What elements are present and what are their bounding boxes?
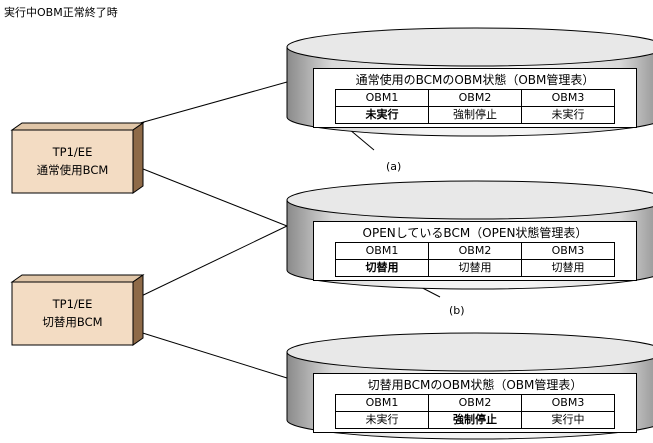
connector-line	[132, 225, 288, 301]
table-header-cell: OBM3	[521, 89, 615, 107]
table-header-cell: OBM1	[335, 242, 429, 260]
table-header-cell: OBM1	[335, 89, 429, 107]
panel-title: 切替用BCMのOBM状態（OBM管理表）	[367, 378, 583, 392]
box-label-line2: 切替用BCM	[42, 315, 103, 329]
box-normal-bcm-label: TP1/EE 通常使用BCM	[12, 143, 133, 179]
caption-b: (b)	[449, 304, 465, 317]
table-header-cell: OBM2	[428, 394, 522, 412]
table-cell: 切替用	[428, 259, 522, 277]
box-normal-bcm	[10, 122, 145, 194]
table-header-cell: OBM2	[428, 89, 522, 107]
table-header-row: OBM1 OBM2 OBM3	[335, 394, 615, 412]
table-header-row: OBM1 OBM2 OBM3	[335, 89, 615, 107]
connector-line	[132, 164, 288, 227]
box-label-line2: 通常使用BCM	[36, 163, 109, 177]
table-cell: 強制停止	[428, 106, 522, 124]
table-header-cell: OBM2	[428, 242, 522, 260]
box-switch-bcm-label: TP1/EE 切替用BCM	[12, 295, 133, 331]
box-switch-bcm	[10, 274, 145, 346]
obm-status-panel-normal: 通常使用のBCMのOBM状態（OBM管理表） OBM1 OBM2 OBM3 未実…	[313, 68, 637, 128]
table-header-cell: OBM3	[521, 394, 615, 412]
obm-status-panel-switch: 切替用BCMのOBM状態（OBM管理表） OBM1 OBM2 OBM3 未実行 …	[313, 373, 637, 433]
table-cell: 切替用	[521, 259, 615, 277]
panel-title: OPENしているBCM（OPEN状態管理表）	[362, 226, 588, 240]
table-cell: 切替用	[335, 259, 429, 277]
obm-table: OBM1 OBM2 OBM3 未実行 強制停止 実行中	[335, 394, 615, 429]
table-header-cell: OBM1	[335, 394, 429, 412]
table-cell: 実行中	[521, 411, 615, 429]
box-label-line1: TP1/EE	[52, 297, 93, 311]
table-row: 未実行 強制停止 実行中	[335, 411, 615, 429]
table-row: 未実行 強制停止 未実行	[335, 106, 615, 124]
table-header-row: OBM1 OBM2 OBM3	[335, 242, 615, 260]
connector-line	[132, 81, 288, 126]
table-cell: 未実行	[521, 106, 615, 124]
table-cell: 強制停止	[428, 411, 522, 429]
open-table: OBM1 OBM2 OBM3 切替用 切替用 切替用	[335, 242, 615, 277]
table-cell: 未実行	[335, 106, 429, 124]
caption-a: (a)	[386, 160, 402, 173]
connector-line	[132, 329, 288, 379]
panel-title: 通常使用のBCMのOBM状態（OBM管理表）	[355, 73, 595, 87]
open-status-panel: OPENしているBCM（OPEN状態管理表） OBM1 OBM2 OBM3 切替…	[313, 221, 637, 281]
page-title: 実行中OBM正常終了時	[4, 6, 118, 19]
table-cell: 未実行	[335, 411, 429, 429]
table-header-cell: OBM3	[521, 242, 615, 260]
box-label-line1: TP1/EE	[52, 145, 93, 159]
obm-table: OBM1 OBM2 OBM3 未実行 強制停止 未実行	[335, 89, 615, 124]
table-row: 切替用 切替用 切替用	[335, 259, 615, 277]
